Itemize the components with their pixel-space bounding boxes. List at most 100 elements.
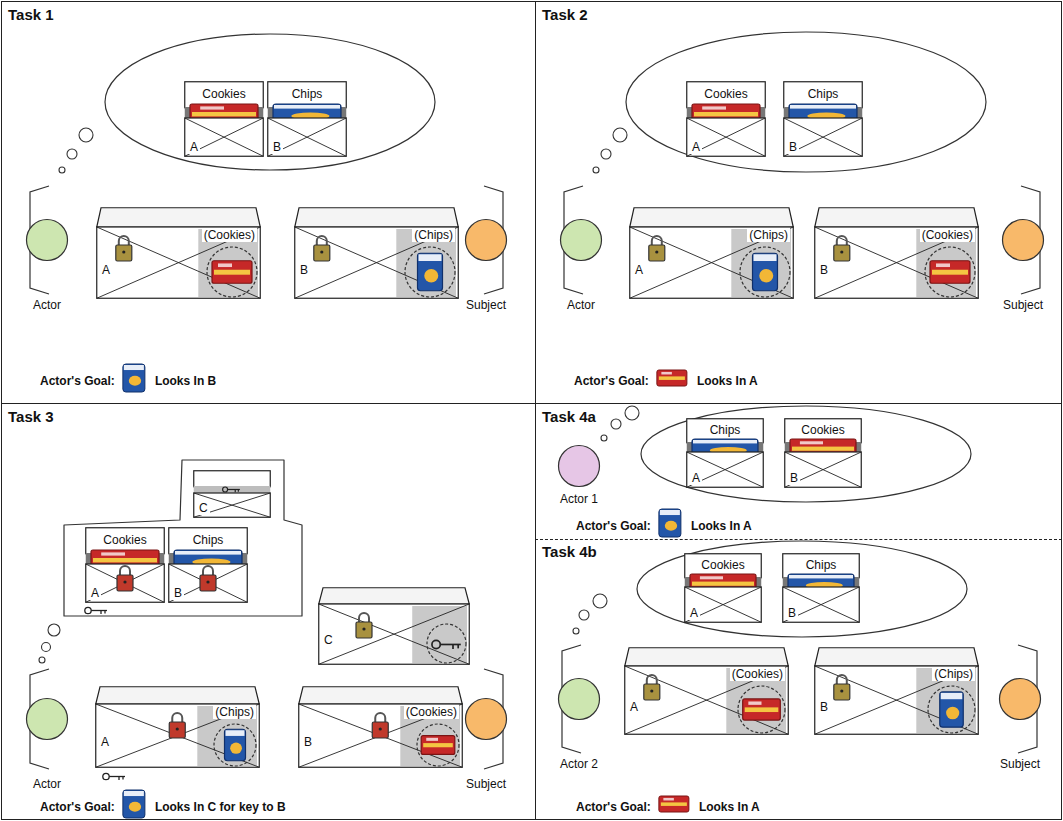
real-box: (Cookies)B (814, 207, 979, 299)
real-box-shape (294, 207, 459, 299)
real-box-shape (318, 587, 470, 665)
thought-box: CookiesA (684, 553, 762, 623)
agent-circle-shape (464, 697, 508, 741)
drawn-rect (174, 550, 242, 570)
drawn-line (685, 587, 762, 622)
thought-cloud (64, 460, 302, 616)
task-panel: Task 4bCookiesAChipsBActor 2(Cookies)A(C… (535, 539, 1062, 820)
cookies-pack (657, 370, 687, 386)
drawn-ellipse (129, 802, 141, 812)
drawn-line (785, 452, 862, 487)
focus-circle (925, 247, 975, 297)
drawn-rect (790, 439, 856, 458)
drawn-rect (268, 82, 347, 108)
drawn-g (295, 208, 459, 299)
drawn-g (785, 419, 862, 488)
drawn-line (687, 452, 764, 487)
drawn-rect (834, 245, 850, 261)
goal-action: Looks In B (155, 374, 216, 388)
thought-box: CookiesA (184, 81, 264, 157)
drawn-rect (784, 82, 863, 108)
drawn-line (630, 227, 794, 298)
drawn-circle (122, 250, 125, 253)
drawn-rect (685, 587, 762, 622)
panel-artwork (536, 2, 1063, 405)
cookies-pack (421, 736, 455, 755)
drawn-line (91, 610, 107, 611)
drawn-rect (663, 798, 674, 801)
drawn-line (687, 118, 766, 156)
agent-circle: Subject (988, 677, 1052, 771)
cookies-pack (690, 574, 756, 593)
padlock (644, 675, 660, 700)
agent-circle-shape (25, 218, 69, 262)
drawn-polygon (815, 648, 979, 666)
focus-circle (738, 686, 785, 733)
agent-circle-shape (464, 218, 508, 262)
box-letter: A (628, 700, 640, 714)
drawn-rect (815, 666, 979, 734)
drawn-rect (685, 554, 762, 578)
drawn-ellipse (424, 269, 438, 283)
drawn-line (319, 604, 470, 664)
drawn-line (687, 452, 764, 487)
drawn-ellipse (192, 558, 230, 565)
drawn-circle (432, 640, 440, 648)
drawn-line (268, 118, 347, 156)
goal-action: Looks In C for key to B (155, 800, 286, 814)
drawn-rect (916, 668, 976, 733)
drawn-line (97, 227, 261, 298)
chips-pack (123, 364, 145, 392)
chips-pack (225, 729, 246, 761)
drawn-line (194, 493, 271, 517)
label-slot: Actor's Goal: (576, 516, 651, 534)
drawn-path (203, 566, 213, 575)
drawn-polygon (299, 687, 463, 704)
panel-artwork (536, 539, 1063, 820)
cookies-pack (930, 261, 970, 284)
thought-bubble (79, 128, 93, 142)
agent-circle-shape (557, 677, 601, 721)
drawn-rect (940, 692, 964, 727)
thought-cloud (105, 34, 435, 170)
drawn-circle (379, 727, 382, 730)
box-lid-label: Chips (708, 423, 743, 437)
panel-artwork (2, 2, 537, 405)
drawn-line (295, 227, 459, 298)
drawn-ellipse (759, 269, 773, 283)
drawn-ellipse (129, 376, 141, 386)
drawn-rect (185, 107, 264, 118)
drawn-rect (693, 440, 757, 443)
box-letter: B (271, 140, 283, 154)
drawn-rect (412, 606, 467, 663)
drawn-rect (117, 575, 133, 591)
thought-cloud (641, 406, 971, 502)
goal-heading: Actor's Goal: (574, 374, 649, 388)
real-box: (Chips)A (629, 207, 794, 299)
padlock (117, 566, 133, 591)
key-icon (432, 640, 461, 649)
drawn-rect (815, 227, 979, 298)
drawn-rect (86, 528, 165, 554)
task-panel: Task 2CookiesAChipsBActor(Chips)A(Cookie… (535, 1, 1062, 404)
drawn-rect (694, 112, 758, 116)
drawn-rect (754, 254, 777, 261)
drawn-rect (930, 261, 970, 284)
label-slot: Actor's Goal: (40, 797, 115, 815)
drawn-rect (123, 364, 145, 392)
drawn-g (268, 82, 347, 157)
drawn-rect (834, 684, 850, 700)
drawn-line (452, 644, 454, 649)
box-letter: B (172, 586, 184, 600)
goal-heading: Actor's Goal: (576, 800, 651, 814)
drawn-rect (726, 668, 786, 733)
thought-bubble (593, 167, 599, 173)
thought-bubble (39, 657, 45, 663)
agent-circle-shape (559, 218, 603, 262)
real-box-shape (96, 207, 261, 299)
drawn-rect (396, 229, 456, 297)
drawn-line (295, 227, 459, 298)
drawn-ellipse (230, 742, 242, 753)
agent-circle-shape (1001, 218, 1045, 262)
focus-circle (928, 686, 975, 733)
